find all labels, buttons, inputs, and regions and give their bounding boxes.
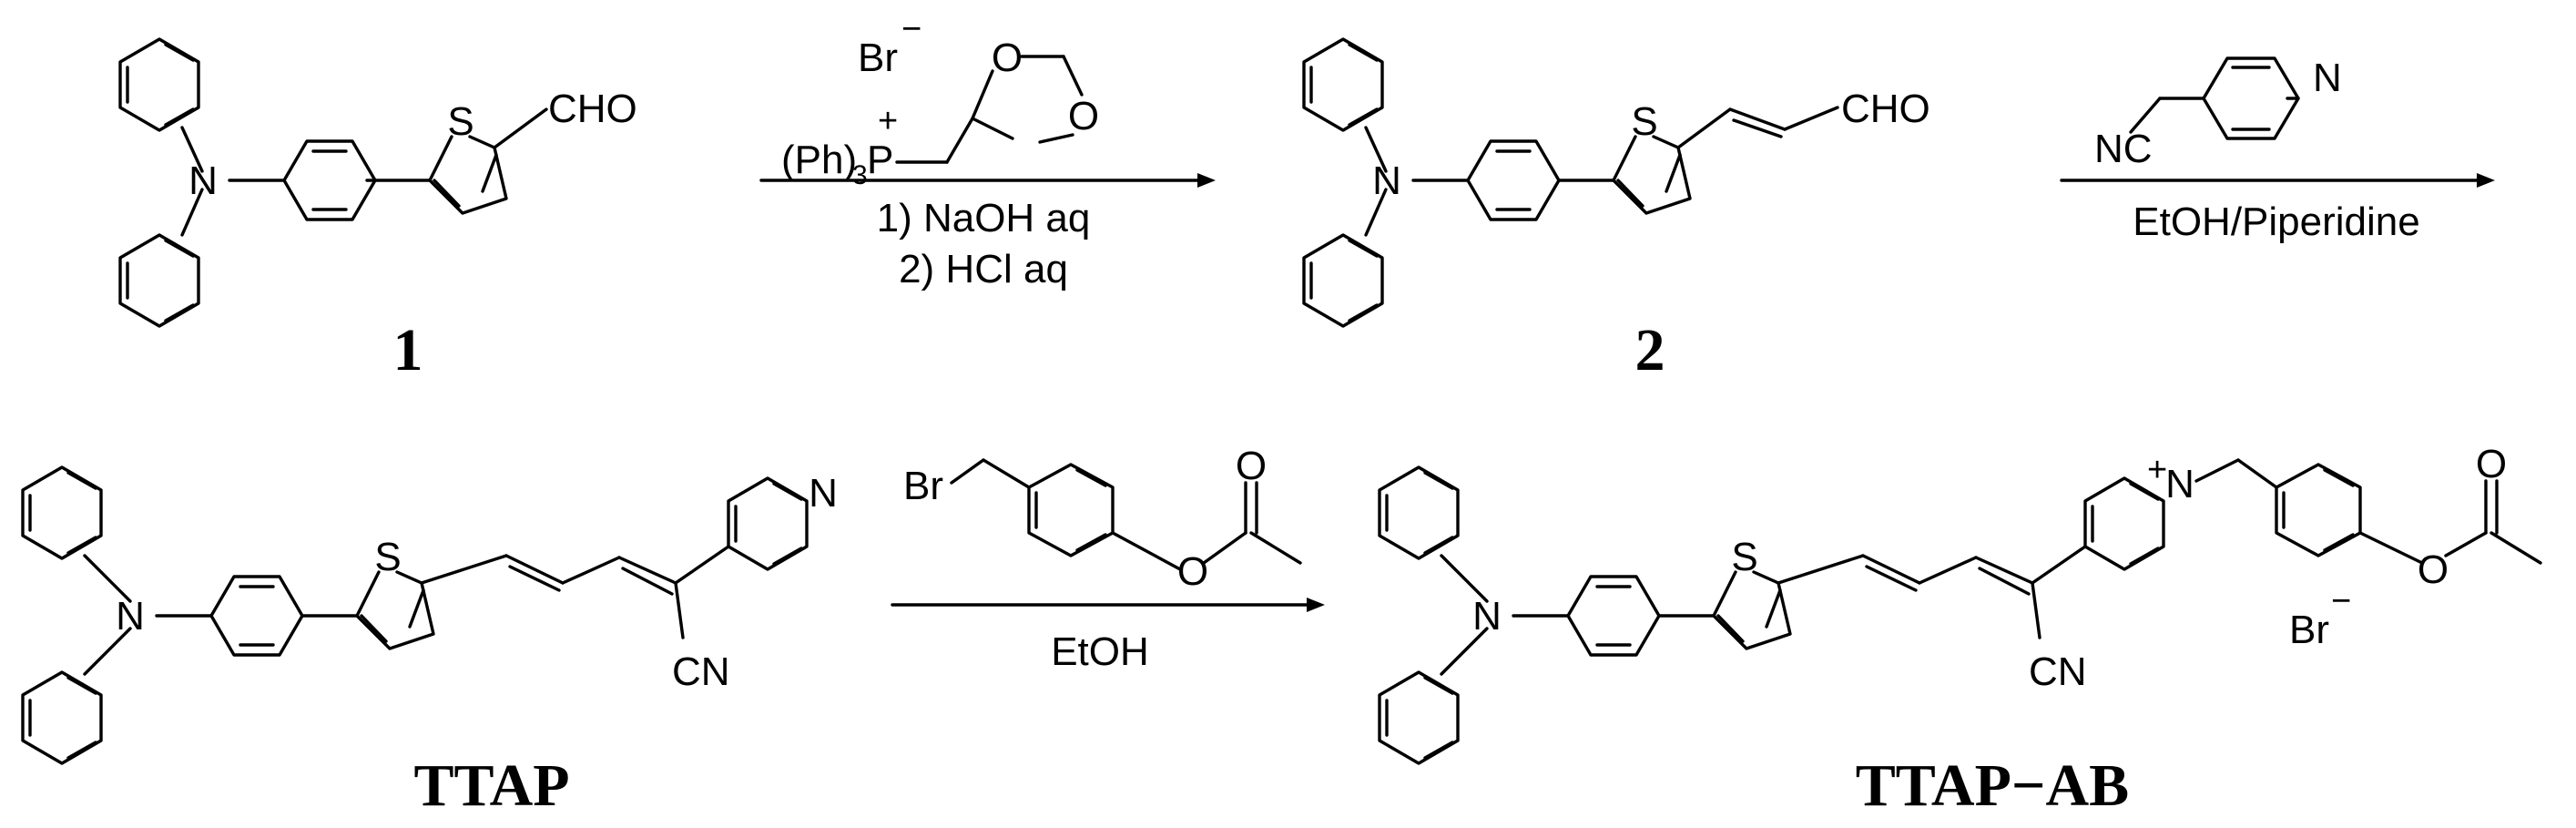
ttap-label: TTAP	[413, 752, 569, 819]
sulfur-atom: S	[447, 99, 473, 144]
nitrogen-atom: N	[188, 158, 218, 203]
nitrile-group: CN	[672, 649, 730, 694]
nitrogen-atom: N	[1372, 158, 1401, 203]
ester-oxygen: O	[1177, 549, 1208, 594]
pyridine-nitrogen: N	[809, 471, 838, 516]
sulfur-atom: S	[1631, 99, 1657, 144]
sulfur-atom: S	[1731, 535, 1757, 579]
nitrile-group: NC	[2094, 127, 2153, 171]
bromide-charge: −	[2331, 582, 2351, 620]
dioxolane-oxygen: O	[1068, 94, 1099, 138]
bromide-counterion: Br	[2289, 608, 2329, 652]
reaction-1-step-1: 1) NaOH aq	[877, 196, 1091, 240]
reaction-2-reagent: NC N	[2094, 56, 2342, 171]
reaction-3-reagent: Br O O	[903, 444, 1302, 594]
carbonyl-oxygen: O	[2476, 442, 2507, 486]
pyridinium-nitrogen: N	[2165, 462, 2194, 506]
reaction-1-step-2: 2) HCl aq	[899, 247, 1068, 291]
phosphorus-atom: P	[867, 138, 893, 182]
ttap-structure: N S N CN	[21, 465, 838, 765]
aldehyde-group: CHO	[1841, 87, 1930, 131]
ester-oxygen: O	[2418, 547, 2449, 592]
nitrogen-atom: N	[116, 594, 145, 639]
reaction-2-arrowhead	[2477, 173, 2495, 188]
phenyl-subscript: 3	[852, 160, 868, 190]
compound-2-structure: N S CHO	[1302, 37, 1930, 328]
reaction-2-conditions: EtOH/Piperidine	[2133, 199, 2419, 244]
pyridinium-charge: +	[2147, 451, 2167, 489]
reaction-1-reagent: Br − (Ph) 3 P + O O	[781, 10, 1099, 190]
compound-2-label: 2	[1635, 317, 1665, 383]
reaction-1-arrowhead	[1197, 173, 1216, 188]
sulfur-atom: S	[374, 535, 401, 579]
ttap-ab-label: TTAP−AB	[1856, 752, 2129, 819]
aldehyde-group: CHO	[548, 87, 637, 131]
dioxolane-oxygen: O	[992, 36, 1023, 80]
nitrile-group: CN	[2029, 649, 2087, 694]
pyridine-nitrogen: N	[2313, 56, 2342, 100]
reaction-3-conditions: EtOH	[1051, 629, 1149, 674]
carbonyl-oxygen: O	[1236, 444, 1267, 488]
ttap-ab-structure: N S N + CN O O Br −	[1378, 442, 2542, 765]
nitrogen-atom: N	[1472, 594, 1502, 639]
bromide-anion: Br	[858, 36, 898, 80]
reaction-3-arrowhead	[1307, 598, 1325, 612]
compound-1-structure: N S CHO	[118, 37, 637, 328]
bromine-atom: Br	[903, 464, 943, 508]
phenyl-prefix: (Ph)	[781, 138, 857, 182]
phosphonium-charge: +	[878, 102, 898, 140]
compound-1-label: 1	[393, 317, 423, 383]
bromide-charge: −	[901, 10, 921, 48]
